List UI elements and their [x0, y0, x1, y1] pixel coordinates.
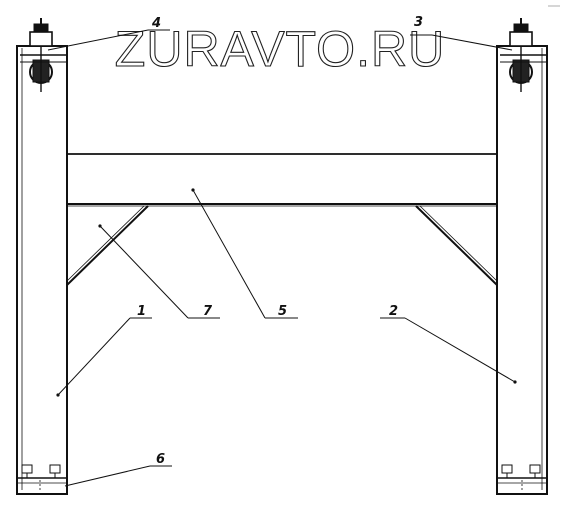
callout-6: 6 [156, 452, 165, 467]
right-base-plate [496, 477, 548, 495]
callout-7: 7 [203, 304, 213, 319]
right-base-bolt-2 [529, 464, 541, 474]
callout-1: 1 [137, 304, 146, 319]
callout-2: 2 [389, 304, 398, 319]
left-column [16, 45, 68, 495]
left-base-bolt-1 [21, 464, 33, 474]
braces [66, 205, 498, 286]
callout-4: 4 [151, 16, 161, 31]
callout-3: 3 [414, 15, 423, 30]
left-base-bolt-2 [49, 464, 61, 474]
leader-dots [56, 188, 517, 397]
right-top-clamp [500, 18, 546, 92]
cross-beam [67, 153, 497, 207]
right-column [496, 45, 548, 495]
left-base-plate [16, 477, 68, 495]
leader-lines [47, 29, 516, 487]
watermark-text: ZURAVTO.RU [115, 21, 445, 77]
left-top-clamp [20, 18, 66, 92]
right-base-bolt-1 [501, 464, 513, 474]
callout-5: 5 [278, 304, 287, 319]
